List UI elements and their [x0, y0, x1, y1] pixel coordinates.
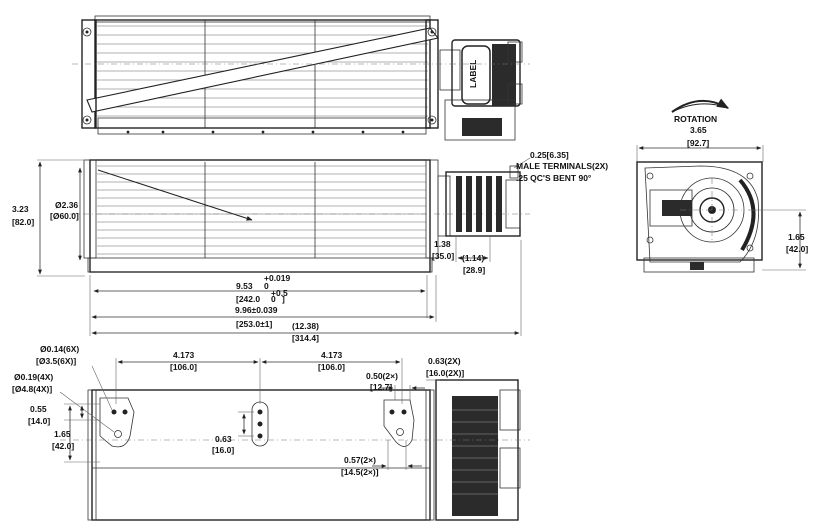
bottom-view: [60, 379, 530, 521]
dim-350: [35.0]: [432, 251, 454, 261]
dim-len-953-tol-minus: 0: [264, 281, 269, 291]
dim-height-323: 3.23: [12, 204, 29, 214]
dim-289: [28.9]: [463, 265, 485, 275]
dim-114: (1.14): [462, 253, 484, 263]
dim-127: [12.7]: [370, 382, 392, 392]
dim-138: 1.38: [434, 239, 451, 249]
dim-len-996: 9.96±0.039: [235, 305, 278, 315]
top-view: LABEL: [72, 15, 530, 141]
dim-len-953-tol-plus: +0.019: [264, 273, 291, 283]
blower-blades-front: [97, 165, 426, 255]
dim-1060-b: [106.0]: [318, 362, 345, 372]
dim-dia-236: Ø2.36: [55, 200, 78, 210]
dim-len-2420-tol-plus: +0.5: [271, 288, 288, 298]
dim-160-2x: [16.0(2X)]: [426, 368, 464, 378]
dim-hole-019: Ø0.19(4X): [14, 372, 53, 382]
dim-055: 0.55: [30, 404, 47, 414]
front-view: [70, 159, 530, 273]
dim-terminals-qc: .25 QC'S BENT 90°: [516, 173, 592, 183]
dim-4173-b: 4.173: [321, 350, 343, 360]
dim-len-2420: [242.0: [236, 294, 260, 304]
side-view: ROTATION 3.65 [92.7] 1.65 [42.0]: [636, 98, 808, 273]
dim-dia-600: [Ø60.0]: [50, 211, 79, 221]
dim-050: 0.50(2×): [366, 371, 398, 381]
dim-hole-035: [Ø3.5(6X)]: [36, 356, 76, 366]
dim-len-953: 9.53: [236, 281, 253, 291]
dim-len-2420-close: ]: [282, 294, 285, 304]
dim-width-365: 3.65: [690, 125, 707, 135]
dim-width-927: [92.7]: [687, 138, 709, 148]
dim-len-1238: (12.38): [292, 321, 319, 331]
dim-1060-a: [106.0]: [170, 362, 197, 372]
front-view-dimensions: 3.23 [82.0] Ø2.36 [Ø60.0] 9.53 +0.019 0 …: [12, 150, 608, 343]
dim-len-2530: [253.0±1]: [236, 319, 272, 329]
dim-terminals-male: MALE TERMINALS(2X): [516, 161, 608, 171]
dim-057: 0.57(2×): [344, 455, 376, 465]
dim-063-2x: 0.63(2X): [428, 356, 461, 366]
dim-420: [42.0]: [52, 441, 74, 451]
dim-4173-a: 4.173: [173, 350, 195, 360]
dim-len-2420-tol-minus: 0: [271, 294, 276, 304]
dim-160: [16.0]: [212, 445, 234, 455]
dim-right-420: [42.0]: [786, 244, 808, 254]
dim-063: 0.63: [215, 434, 232, 444]
dim-terminals-025: 0.25[6.35]: [530, 150, 569, 160]
dim-145: [14.5(2×)]: [341, 467, 379, 477]
bottom-view-dimensions: 4.173 [106.0] 4.173 [106.0] Ø0.14(6X) [Ø…: [12, 344, 464, 477]
dim-len-3144: [314.4]: [292, 333, 319, 343]
dim-140: [14.0]: [28, 416, 50, 426]
label-text: LABEL: [468, 60, 478, 88]
dim-165: 1.65: [54, 429, 71, 439]
dim-hole-014: Ø0.14(6X): [40, 344, 79, 354]
dim-hole-048: [Ø4.8(4X)]: [12, 384, 52, 394]
rotation-label: ROTATION: [674, 114, 717, 124]
dim-height-820: [82.0]: [12, 217, 34, 227]
dim-right-165: 1.65: [788, 232, 805, 242]
